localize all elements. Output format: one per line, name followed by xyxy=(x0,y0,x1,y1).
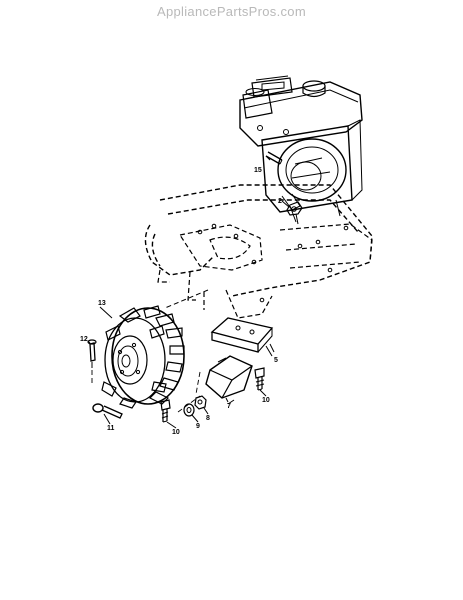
callout-2: 2 xyxy=(278,198,282,205)
leader-lines xyxy=(87,155,290,429)
callout-13: 13 xyxy=(98,300,106,307)
bolt-part-10-left[interactable] xyxy=(160,399,171,423)
callout-11: 11 xyxy=(107,425,115,432)
watermark-text: AppliancePartsPros.com xyxy=(157,4,306,19)
engine[interactable] xyxy=(239,75,363,223)
callout-10-left: 10 xyxy=(172,429,180,436)
callout-15: 15 xyxy=(254,167,262,174)
callout-9: 9 xyxy=(196,423,200,430)
wheel-part-13[interactable] xyxy=(101,305,185,409)
clip-part-11[interactable] xyxy=(92,403,123,419)
block-part-7[interactable] xyxy=(205,355,253,405)
pin-part-12[interactable] xyxy=(87,339,97,368)
nut-part-8[interactable] xyxy=(194,395,207,410)
frame-phantom xyxy=(144,184,373,319)
callout-12: 12 xyxy=(80,336,88,343)
nut-part-2[interactable] xyxy=(286,201,303,225)
callout-5: 5 xyxy=(274,357,278,364)
washer-part-9[interactable] xyxy=(183,403,195,417)
bracket-part-5[interactable] xyxy=(210,317,275,353)
callout-8: 8 xyxy=(206,415,210,422)
callout-10-right: 10 xyxy=(262,397,270,404)
bolt-part-10-right[interactable] xyxy=(254,367,265,391)
callout-7: 7 xyxy=(227,403,231,410)
